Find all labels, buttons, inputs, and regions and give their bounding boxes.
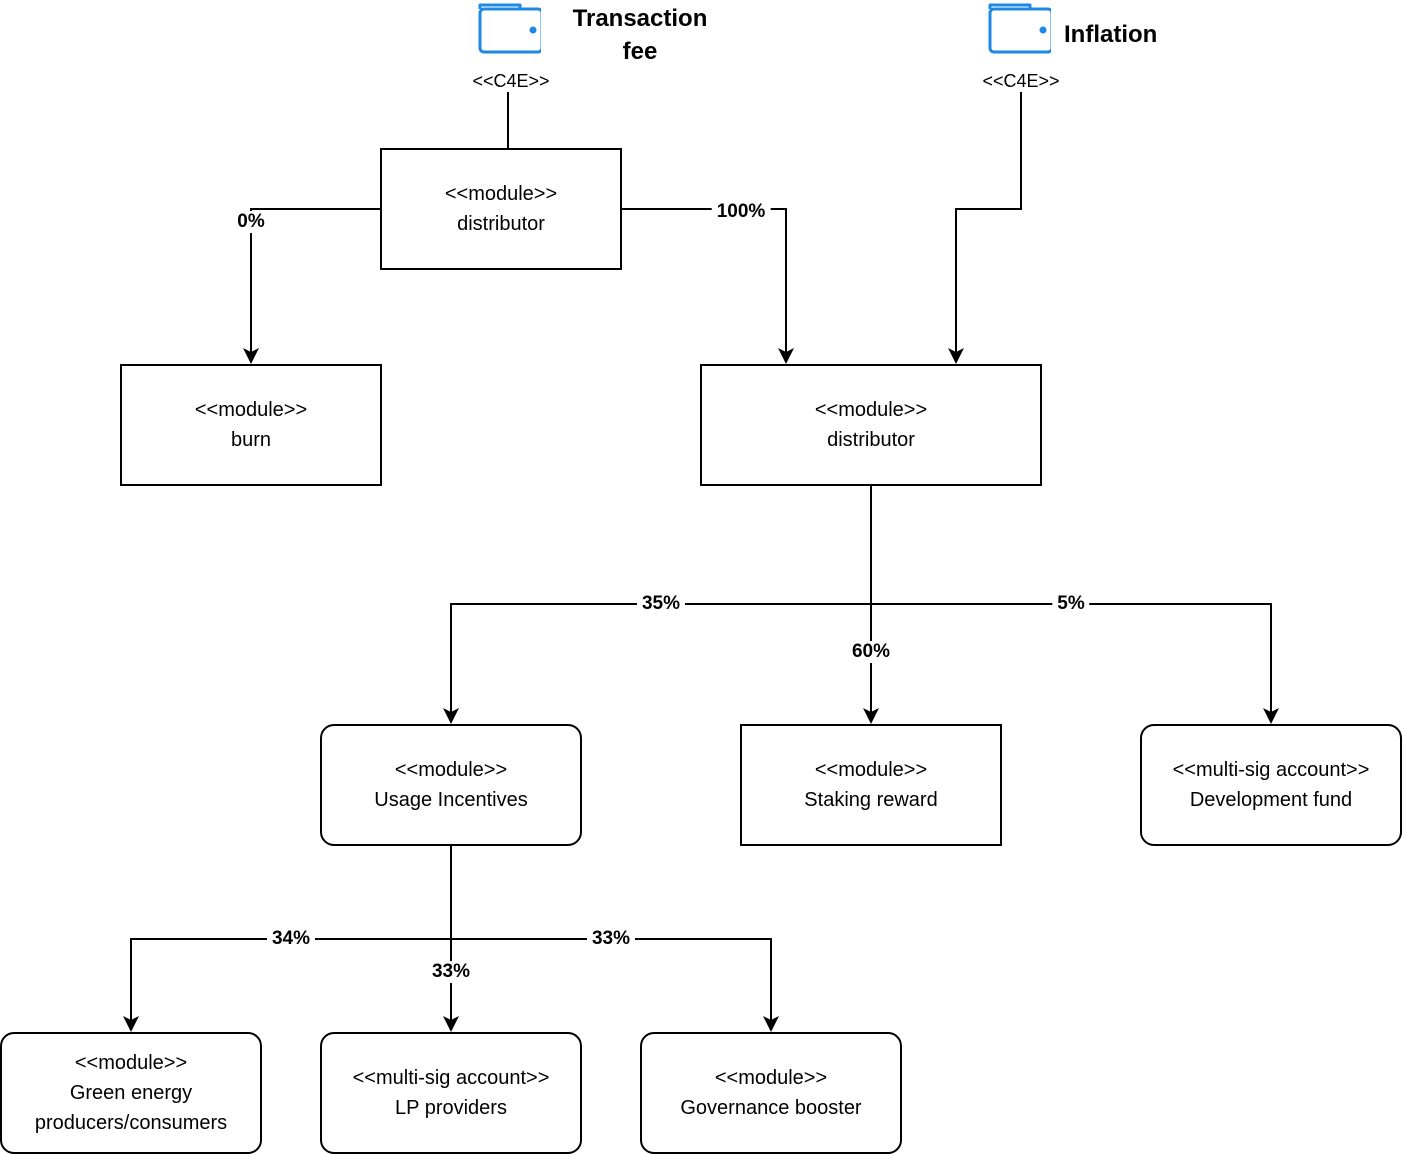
- node-name-line1: Green energy: [69, 1082, 193, 1104]
- node-stereotype: <<module>>: [814, 759, 928, 781]
- distributor-top-node[interactable]: <<module>> distributor: [380, 148, 622, 270]
- wallet-icon: [988, 3, 1051, 54]
- edge-to-governance-booster: [451, 938, 779, 1032]
- node-name: Development fund: [1189, 789, 1353, 811]
- node-stereotype: <<multi-sig account>>: [352, 1067, 550, 1089]
- edge-inflation-to-distributor: [948, 92, 1022, 364]
- lp-providers-node[interactable]: <<multi-sig account>> LP providers: [320, 1032, 582, 1154]
- transaction-fee-title: Transaction fee: [572, 5, 708, 65]
- edge-label-governance-booster: 33%: [586, 928, 636, 950]
- node-stereotype: <<module>>: [714, 1067, 828, 1089]
- node-stereotype: <<module>>: [814, 399, 928, 421]
- edge-label-lp-providers: 33%: [426, 961, 476, 983]
- edge-to-development-fund: [871, 603, 1279, 724]
- node-name: distributor: [827, 429, 915, 451]
- node-name: burn: [230, 429, 272, 451]
- governance-booster-node[interactable]: <<module>> Governance booster: [640, 1032, 902, 1154]
- usage-incentives-node[interactable]: <<module>> Usage Incentives: [320, 724, 582, 846]
- staking-reward-node[interactable]: <<module>> Staking reward: [740, 724, 1002, 846]
- node-name: distributor: [457, 213, 545, 235]
- edge-label-usage-incentives: 35%: [636, 593, 686, 615]
- node-stereotype: <<module>>: [444, 183, 558, 205]
- edge-label-burn: 0%: [232, 211, 270, 233]
- wallet-icon: [478, 3, 541, 54]
- node-stereotype: <<module>>: [394, 759, 508, 781]
- transaction-fee-stereotype: <<C4E>>: [470, 71, 552, 91]
- edge-to-main-distributor: [622, 208, 794, 364]
- edge-to-burn: [243, 208, 380, 364]
- node-name: Usage Incentives: [374, 789, 528, 811]
- edge-label-staking-reward: 60%: [846, 641, 896, 663]
- node-stereotype: <<module>>: [194, 399, 308, 421]
- development-fund-node[interactable]: <<multi-sig account>> Development fund: [1140, 724, 1402, 846]
- edge-label-main-distributor: 100%: [711, 201, 771, 223]
- edge-label-development-fund: 5%: [1052, 593, 1090, 615]
- distributor-main-node[interactable]: <<module>> distributor: [700, 364, 1042, 486]
- node-stereotype: <<multi-sig account>>: [1172, 759, 1370, 781]
- node-name: LP providers: [395, 1097, 507, 1119]
- inflation-title: Inflation: [1064, 21, 1158, 48]
- node-name: Staking reward: [804, 789, 938, 811]
- inflation-stereotype: <<C4E>>: [980, 71, 1062, 91]
- burn-node[interactable]: <<module>> burn: [120, 364, 382, 486]
- green-energy-node[interactable]: <<module>> Green energy producers/consum…: [0, 1032, 262, 1154]
- node-name-line2: producers/consumers: [34, 1112, 228, 1134]
- node-stereotype: <<module>>: [74, 1052, 188, 1074]
- edge-label-green-energy: 34%: [266, 928, 316, 950]
- node-name: Governance booster: [680, 1097, 862, 1119]
